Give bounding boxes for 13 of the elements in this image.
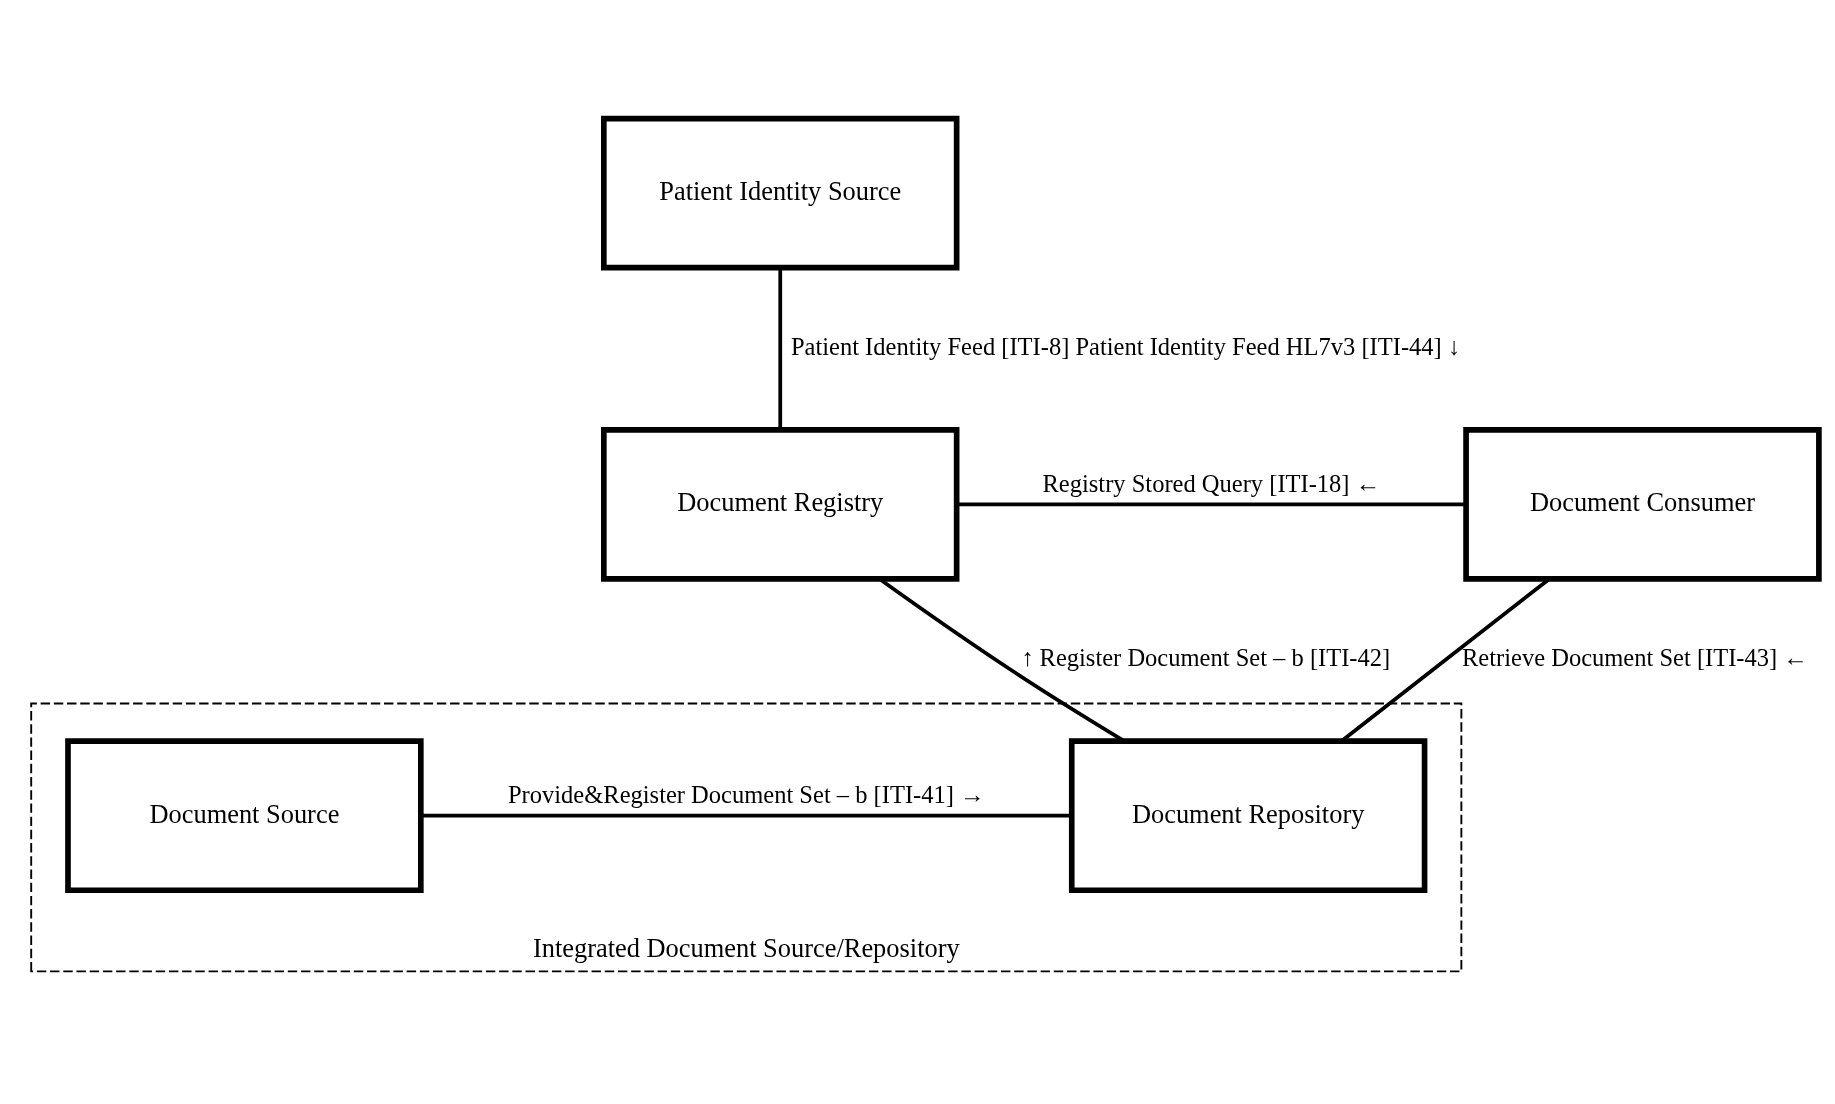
connector xyxy=(778,267,783,430)
node-box: Document Consumer xyxy=(1463,426,1822,582)
edge-label: Provide&Register Document Set – b [ITI-41] → xyxy=(507,780,985,808)
edge-label: Registry Stored Query [ITI-18] ← xyxy=(1042,469,1381,497)
node-box: Document Repository xyxy=(1068,737,1428,893)
connector xyxy=(956,502,1466,506)
edge-label: Retrieve Document Set [ITI-43] ← xyxy=(1462,643,1808,671)
node-box: Patient Identity Source xyxy=(601,115,960,270)
connector xyxy=(420,813,1072,818)
node-box: Document Registry xyxy=(601,426,960,582)
edge-label: ↑ Register Document Set – b [ITI-42] xyxy=(1021,643,1391,671)
edge-label: Patient Identity Feed [ITI-8] Patient Identity Feed HL7v3 [ITI-44] ↓ xyxy=(790,332,1461,360)
node-box: Document Source xyxy=(65,737,424,893)
